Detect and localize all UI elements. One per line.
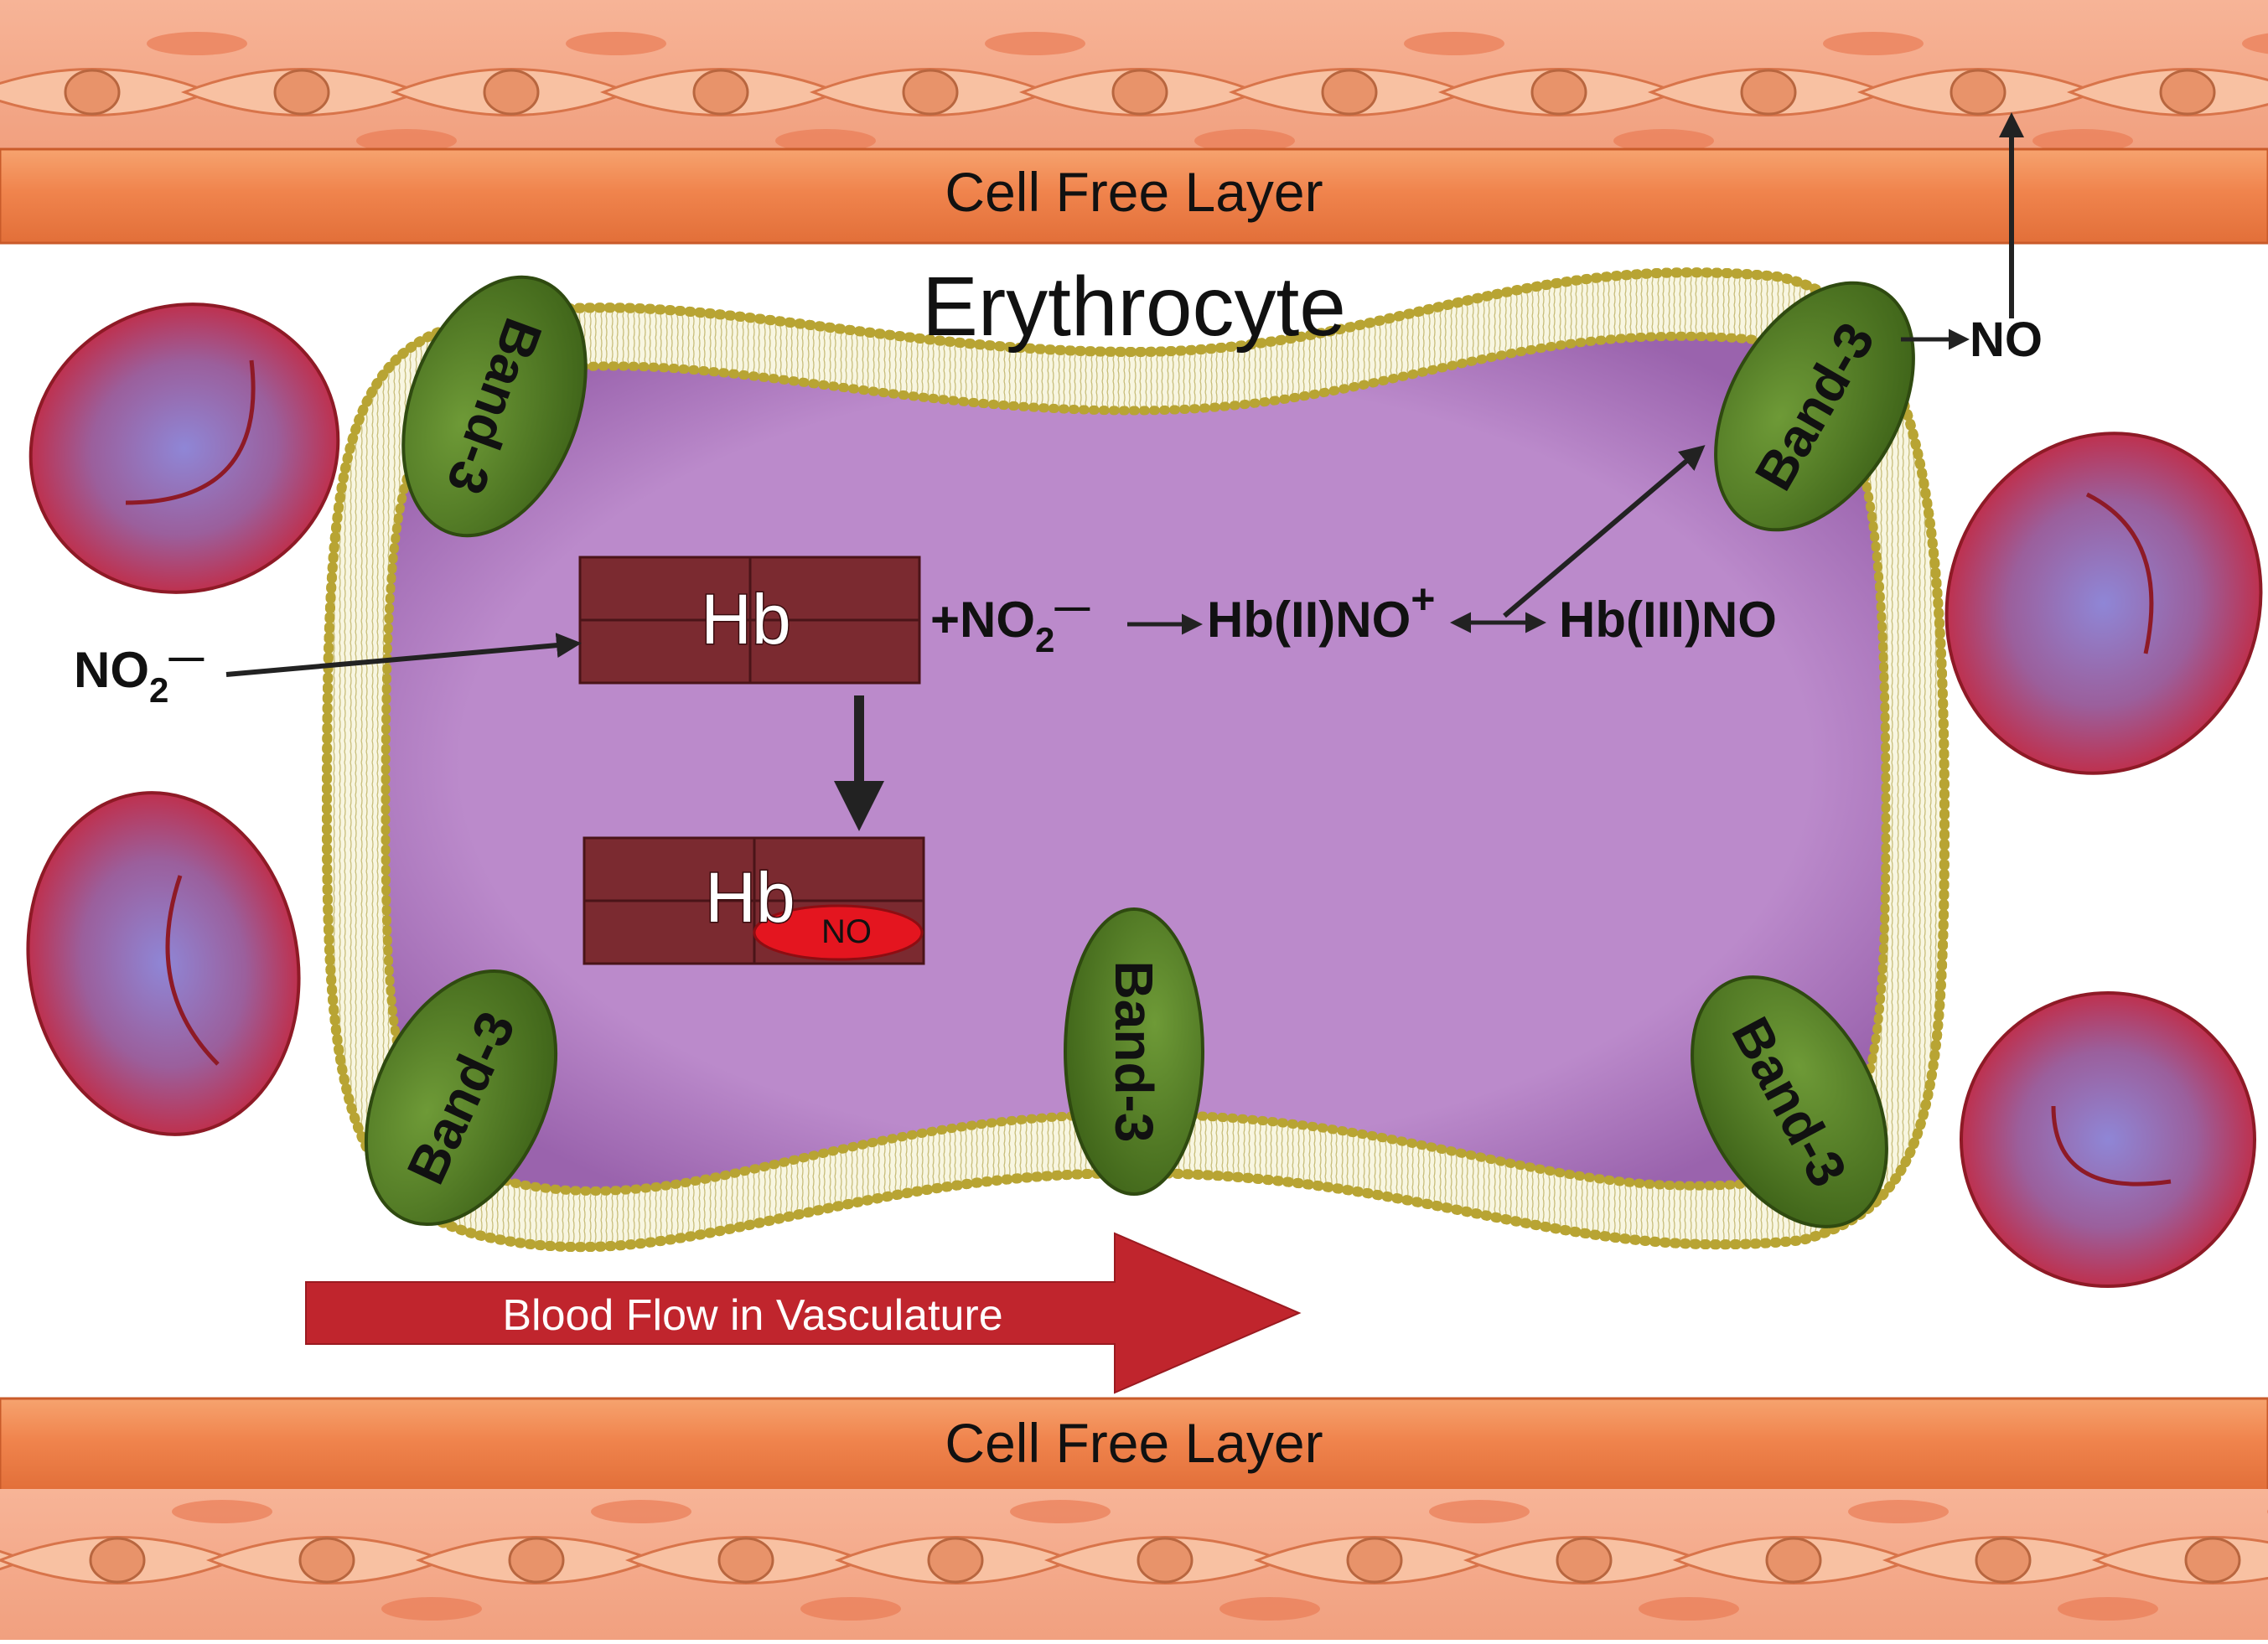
cell-nucleus [1740,69,1797,116]
arrow-no2-into-hb [225,633,582,677]
cell-nucleus [2184,1537,2241,1584]
cell-nucleus [1556,1537,1613,1584]
cell-nucleus [1530,69,1587,116]
tissue-streak [775,129,876,151]
hb-no-label: Hb [705,858,795,937]
tissue-streak [356,129,457,151]
reaction-product-label: Hb(III)NO [1559,592,1777,648]
cell-nucleus [298,1537,355,1584]
band3-bottom-left: Band-3 [364,969,558,1227]
cell-nucleus [64,69,121,116]
reaction-reactant-label: +NO2— [930,587,1090,659]
hb-block-top: Hb [578,556,921,685]
blood-flow-arrow: Blood Flow in Vasculature [305,1232,1302,1394]
endothelial-cells-bottom [0,1500,2268,1621]
cell-nucleus [1765,1537,1822,1584]
tissue-streak [1194,129,1295,151]
tissue-streak [800,1597,901,1621]
tissue-streak [985,32,1085,55]
vessel-wall-bottom: Cell Free Layer [0,1397,2268,1640]
tissue-streak [1639,1597,1739,1621]
tissue-streak [147,32,247,55]
cell-nucleus [1346,1537,1403,1584]
no2-outside-label: NO2— [74,637,204,710]
tissue-streak [1404,32,1504,55]
no-tag-label: NO [821,913,872,950]
tissue-streak [591,1500,691,1523]
cell-nucleus [692,69,749,116]
cell-free-layer-label-bottom: Cell Free Layer [945,1412,1323,1474]
rbc-right-top [1944,432,2263,775]
cell-free-layer-label-top: Cell Free Layer [945,161,1323,223]
cell-nucleus [1111,69,1168,116]
tissue-streak [2032,129,2133,151]
band3-bottom-middle: Band-3 [1064,907,1204,1196]
tissue-streak [1613,129,1714,151]
tissue-streak [1219,1597,1320,1621]
tissue-streak [1848,1500,1949,1523]
hb-label: Hb [701,580,790,659]
tissue-streak [1010,1500,1111,1523]
cell-nucleus [508,1537,565,1584]
tissue-streak [172,1500,272,1523]
rbc-left-bottom [26,791,301,1136]
reaction-intermediate-label: Hb(II)NO+ [1207,576,1435,648]
tissue-streak [381,1597,482,1621]
erythrocyte-label: Erythrocyte [922,260,1346,354]
rbc-right-bottom [1960,991,2256,1288]
cell-nucleus [927,1537,984,1584]
vessel-wall-top: Cell Free Layer [0,0,2268,245]
blood-flow-label: Blood Flow in Vasculature [502,1291,1002,1340]
cell-nucleus [1321,69,1378,116]
cell-nucleus [1975,1537,2032,1584]
cell-nucleus [89,1537,146,1584]
cell-nucleus [2159,69,2216,116]
band3-label: Band-3 [1104,961,1164,1143]
tissue-streak [2242,33,2268,54]
cell-nucleus [717,1537,774,1584]
rbc-left-top [28,302,340,594]
tissue-streak [1823,32,1924,55]
cell-nucleus [273,69,330,116]
hb-block-bottom: Hb NO [583,836,925,965]
erythrocyte-cell [321,267,1950,1253]
cell-nucleus [1137,1537,1194,1584]
arrow-to-band3 [1503,445,1706,618]
tissue-streak [2058,1597,2158,1621]
tissue-streak [1429,1500,1530,1523]
no-out-label: NO [1970,313,2043,367]
band3-top-right: Band-3 [1714,281,1915,532]
cell-nucleus [902,69,959,116]
band3-top-left: Band-3 [401,275,588,538]
cell-nucleus [1950,69,2007,116]
endothelial-cells-top [0,32,2268,151]
no-tag [753,904,924,961]
band3-bottom-right: Band-3 [1691,975,1888,1228]
cell-free-layer-band-top [0,147,2268,245]
tissue-streak [566,32,666,55]
cell-nucleus [483,69,540,116]
